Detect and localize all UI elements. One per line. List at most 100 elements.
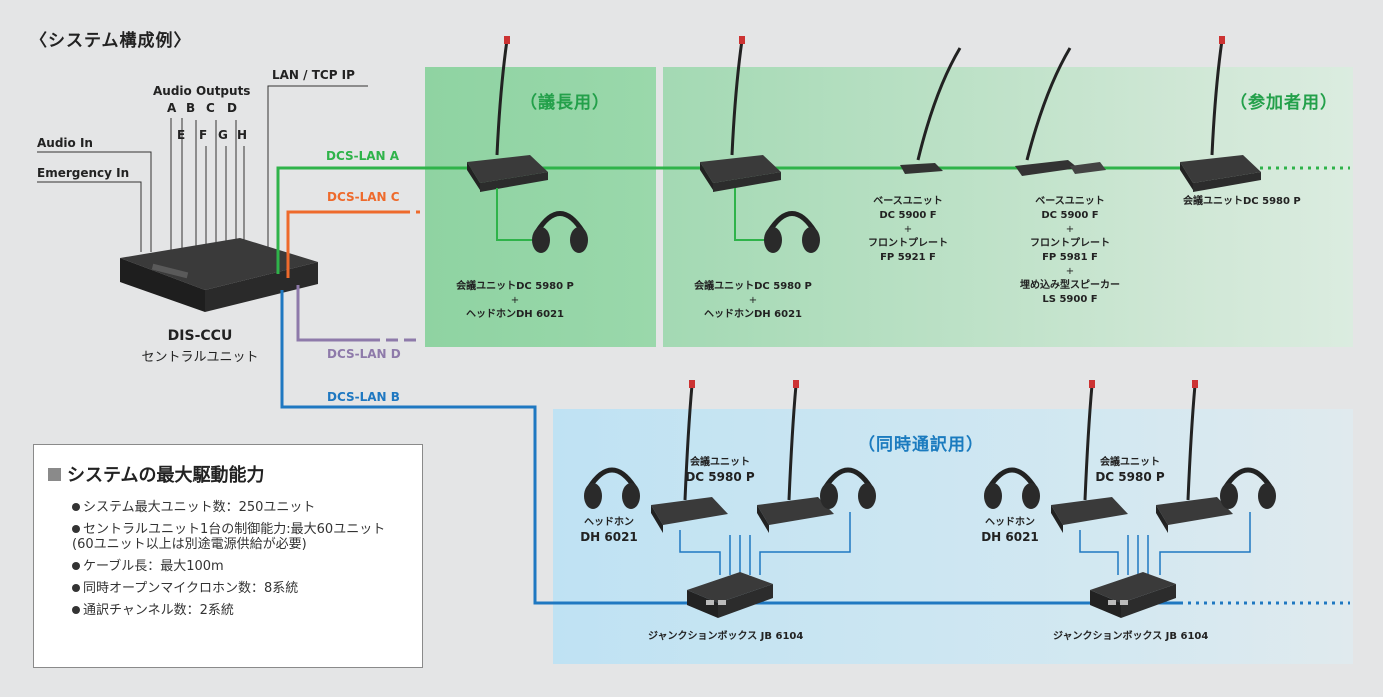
interp-unit-b-l2: DC 5980 P (1095, 470, 1165, 484)
bullet-icon (72, 562, 80, 570)
unit2-caption: 会議ユニットDC 5980 P + ヘッドホンDH 6021 (678, 280, 828, 322)
audio-in-label: Audio In (37, 136, 93, 150)
unit4-l3: フロントプレート (1030, 238, 1110, 249)
interp-unit-b-l1: 会議ユニット (1100, 457, 1160, 468)
interpreter-unit-2a (1051, 380, 1128, 533)
zone-title-participant: （参加者用） (1230, 93, 1338, 113)
interp-unit-a-l2: DC 5980 P (685, 470, 755, 484)
unit3-plus: + (903, 224, 913, 235)
interp-unit-a-l1: 会議ユニット (690, 457, 750, 468)
interp-headphone-a-l1: ヘッドホン (584, 517, 634, 528)
capacity-item-text: システム最大ユニット数：250ユニット (83, 500, 316, 515)
ccu-device (120, 238, 318, 312)
zone-chairman (425, 67, 656, 347)
chair-unit-plus: + (510, 295, 520, 306)
chair-unit-headphone: ヘッドホンDH 6021 (466, 309, 564, 320)
emergency-in-label: Emergency In (37, 166, 130, 180)
unit4-l4: FP 5981 F (1042, 252, 1098, 263)
bullet-icon (72, 525, 80, 533)
unit4-l1: ベースユニット (1035, 196, 1105, 207)
headphone-interp-2a (984, 467, 1040, 509)
capacity-item: セントラルユニット1台の制御能力:最大60ユニット(60ユニット以上は別途電源供… (72, 522, 385, 552)
lan-b-label: DCS-LAN B (327, 390, 400, 404)
capacity-item-note: (60ユニット以上は別途電源供給が必要) (72, 537, 307, 552)
capacity-list: システム最大ユニット数：250ユニット セントラルユニット1台の制御能力:最大6… (72, 500, 385, 625)
interp-unit-caption-a: 会議ユニット DC 5980 P (670, 456, 770, 484)
unit3-l2: DC 5900 F (879, 210, 937, 221)
lan-d-label: DCS-LAN D (327, 347, 401, 361)
lan-c-label: DCS-LAN C (327, 190, 400, 204)
interpreter-unit-1b (757, 380, 834, 533)
junction-box-2 (1090, 572, 1176, 618)
ccu-subname: セントラルユニット (141, 350, 259, 365)
interp-headphone-caption-a: ヘッドホン DH 6021 (574, 516, 644, 544)
output-f-label: F (199, 128, 208, 142)
output-d-label: D (227, 101, 237, 115)
unit4-l6: LS 5900 F (1042, 294, 1098, 305)
headphone-unit-2 (764, 211, 820, 253)
output-e-label: E (177, 128, 186, 142)
capacity-item-text: 通訳チャンネル数：2系統 (83, 603, 234, 618)
interp-headphone-caption-b: ヘッドホン DH 6021 (975, 516, 1045, 544)
capacity-item: ケーブル長：最大100m (72, 559, 385, 574)
headphone-interp-1a (584, 467, 640, 509)
interp-headphone-b-l1: ヘッドホン (985, 517, 1035, 528)
participant-unit-2 (700, 36, 781, 241)
interpreter-unit-1a (651, 380, 728, 533)
junction-box-1 (687, 572, 773, 618)
chair-unit-caption: 会議ユニットDC 5980 P + ヘッドホンDH 6021 (440, 280, 590, 322)
zone-participant (663, 67, 1353, 347)
headphone-chairman (532, 211, 588, 253)
bullet-icon (72, 503, 80, 511)
chairman-unit (467, 36, 548, 241)
participant-unit-3 (900, 47, 962, 174)
interp-headphone-b-l2: DH 6021 (981, 530, 1039, 544)
unit4-plus2: + (1065, 266, 1075, 277)
unit3-l3: フロントプレート (868, 238, 948, 249)
square-bullet-icon (48, 468, 61, 481)
output-b-label: B (186, 101, 196, 115)
capacity-item-text: 同時オープンマイクロホン数：8系統 (83, 581, 299, 596)
audio-outputs-label: Audio Outputs (153, 84, 251, 98)
unit4-l2: DC 5900 F (1041, 210, 1099, 221)
interp-headphone-a-l2: DH 6021 (580, 530, 638, 544)
headphone-interp-1b (820, 467, 876, 509)
capacity-item: 通訳チャンネル数：2系統 (72, 603, 385, 618)
headphone-interp-2b (1220, 467, 1276, 509)
unit4-l5: 埋め込み型スピーカー (1020, 280, 1120, 291)
lan-a-label: DCS-LAN A (326, 149, 400, 163)
unit3-l1: ベースユニット (873, 196, 943, 207)
chair-unit-model: 会議ユニットDC 5980 P (456, 281, 574, 292)
capacity-heading-text: システムの最大駆動能力 (67, 465, 265, 486)
junction-box-caption-b: ジャンクションボックス JB 6104 (1053, 631, 1209, 642)
unit3-caption: ベースユニット DC 5900 F + フロントプレート FP 5921 F (848, 195, 968, 265)
participant-unit-4 (1015, 47, 1106, 176)
participant-unit-5 (1180, 36, 1261, 192)
bullet-icon (72, 584, 80, 592)
ccu-name: DIS-CCU (167, 328, 233, 344)
unit2-headphone: ヘッドホンDH 6021 (704, 309, 802, 320)
unit4-caption: ベースユニット DC 5900 F + フロントプレート FP 5981 F +… (1000, 195, 1140, 307)
capacity-item: システム最大ユニット数：250ユニット (72, 500, 385, 515)
interpreter-unit-2b (1156, 380, 1233, 533)
interp-unit-caption-b: 会議ユニット DC 5980 P (1080, 456, 1180, 484)
output-a-label: A (167, 101, 177, 115)
output-h-label: H (237, 128, 248, 142)
junction-box-caption-a: ジャンクションボックス JB 6104 (648, 631, 804, 642)
capacity-item: 同時オープンマイクロホン数：8系統 (72, 581, 385, 596)
output-c-label: C (206, 101, 215, 115)
capacity-item-text: ケーブル長：最大100m (83, 559, 224, 574)
unit3-l4: FP 5921 F (880, 252, 936, 263)
capacity-item-text: セントラルユニット1台の制御能力:最大60ユニット (83, 522, 386, 537)
unit4-plus1: + (1065, 224, 1075, 235)
lan-tcp-label: LAN / TCP IP (272, 68, 355, 82)
zone-title-interpreter: （同時通訳用） (858, 435, 984, 455)
unit2-plus: + (748, 295, 758, 306)
capacity-box: システムの最大駆動能力 システム最大ユニット数：250ユニット セントラルユニッ… (33, 444, 423, 668)
unit5-caption: 会議ユニットDC 5980 P (1183, 196, 1301, 207)
capacity-heading: システムの最大駆動能力 (48, 461, 264, 487)
unit2-model: 会議ユニットDC 5980 P (694, 281, 812, 292)
zone-title-chairman: （議長用） (520, 93, 610, 113)
bullet-icon (72, 606, 80, 614)
